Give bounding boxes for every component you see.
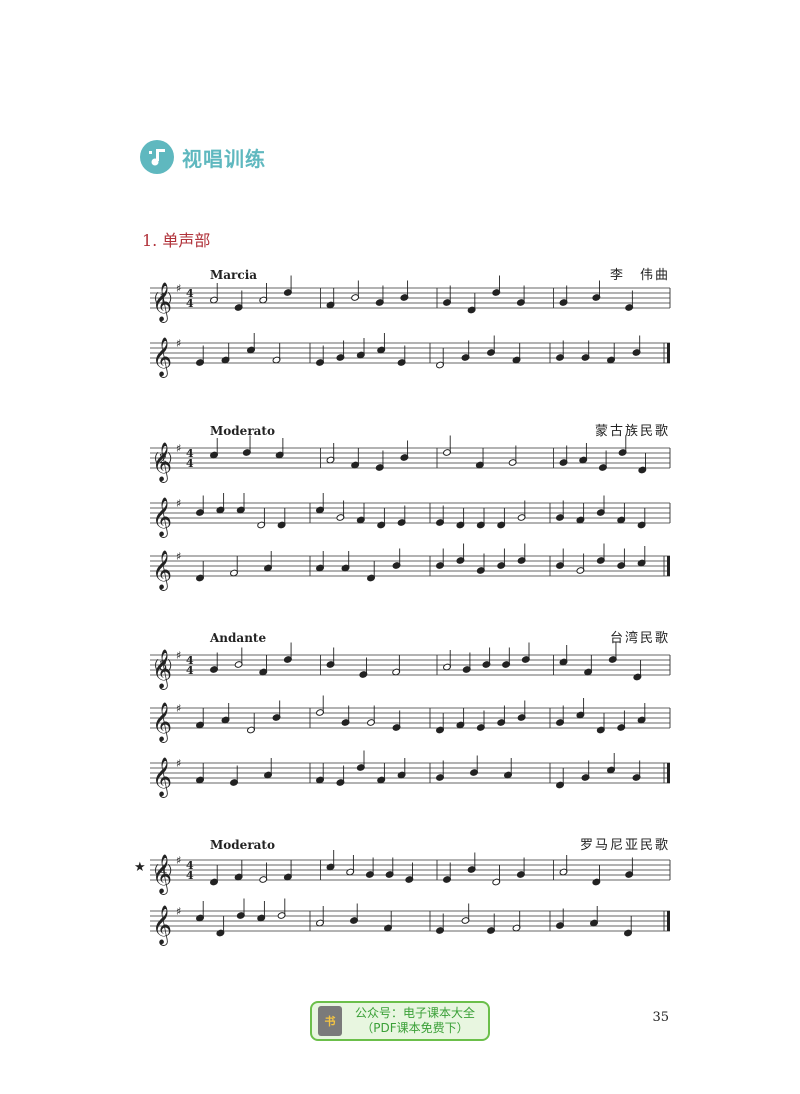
tempo-marking: Moderato	[210, 424, 275, 438]
svg-text:4: 4	[186, 869, 194, 882]
music-staff: 𝄞 ♯ 44	[150, 850, 671, 895]
music-staff: 𝄞♯	[150, 543, 670, 591]
svg-text:𝄞: 𝄞	[152, 854, 172, 895]
watermark-line-2: （PDF课本免费下）	[361, 1021, 469, 1035]
music-staff: 𝄞♯	[150, 333, 670, 378]
svg-text:𝄞: 𝄞	[152, 497, 172, 538]
svg-text:4: 4	[186, 654, 194, 667]
svg-text:𝄞: 𝄞	[152, 442, 172, 483]
svg-text:♯: ♯	[176, 550, 181, 563]
watermark-line-1: 公众号：电子课本大全	[354, 1006, 475, 1020]
svg-text:𝄞: 𝄞	[152, 337, 172, 378]
star-icon: ★	[134, 860, 146, 875]
book-logo-icon: 书	[318, 1006, 342, 1036]
tempo-marking: Andante	[210, 631, 267, 645]
section-header: 视唱训练	[140, 140, 266, 174]
watermark-badge: 书 公众号：电子课本大全 （PDF课本免费下）	[310, 1001, 490, 1041]
music-note-icon	[140, 140, 174, 174]
tempo-marking: Marcia	[210, 268, 258, 282]
watermark-text: 公众号：电子课本大全 （PDF课本免费下）	[348, 1006, 482, 1036]
svg-text:♯: ♯	[176, 757, 181, 770]
music-staff: 𝄞♯	[150, 695, 671, 743]
music-staff: 𝄞 ♯ 44	[150, 642, 671, 690]
svg-text:♯: ♯	[176, 442, 181, 455]
svg-text:♯: ♯	[176, 649, 181, 662]
tempo-marking: Moderato	[210, 838, 275, 852]
composer-credit: 罗马尼亚民歌	[579, 838, 670, 853]
music-staff: 𝄞♯	[150, 493, 671, 538]
svg-text:4: 4	[186, 859, 194, 872]
music-staff: 𝄞♯	[150, 750, 670, 798]
svg-text:♯: ♯	[176, 337, 181, 350]
svg-text:♯: ♯	[176, 854, 181, 867]
svg-text:4: 4	[186, 664, 194, 677]
section-title: 1. 单声部	[142, 231, 211, 250]
music-staff: 𝄞♯	[150, 898, 670, 946]
music-staff: 𝄞 ♯ 44	[150, 435, 671, 483]
svg-text:♯: ♯	[176, 282, 181, 295]
svg-text:𝄞: 𝄞	[152, 282, 172, 323]
svg-text:𝄞: 𝄞	[152, 649, 172, 690]
svg-text:4: 4	[186, 447, 194, 460]
svg-text:𝄞: 𝄞	[152, 702, 172, 743]
music-staff: 𝄞 ♯ 44	[150, 275, 671, 323]
svg-text:4: 4	[186, 287, 194, 300]
svg-text:𝄞: 𝄞	[152, 550, 172, 591]
header-title: 视唱训练	[182, 146, 266, 171]
svg-text:4: 4	[186, 297, 194, 310]
svg-text:♯: ♯	[176, 905, 181, 918]
svg-text:𝄞: 𝄞	[152, 905, 172, 946]
page-number: 35	[652, 1010, 669, 1025]
svg-text:♯: ♯	[176, 702, 181, 715]
svg-text:♯: ♯	[176, 497, 181, 510]
composer-credit: 李 伟曲	[609, 268, 670, 283]
svg-text:𝄞: 𝄞	[152, 757, 172, 798]
svg-text:4: 4	[186, 457, 194, 470]
composer-credit: 蒙古族民歌	[594, 424, 670, 439]
composer-credit: 台湾民歌	[609, 631, 670, 646]
